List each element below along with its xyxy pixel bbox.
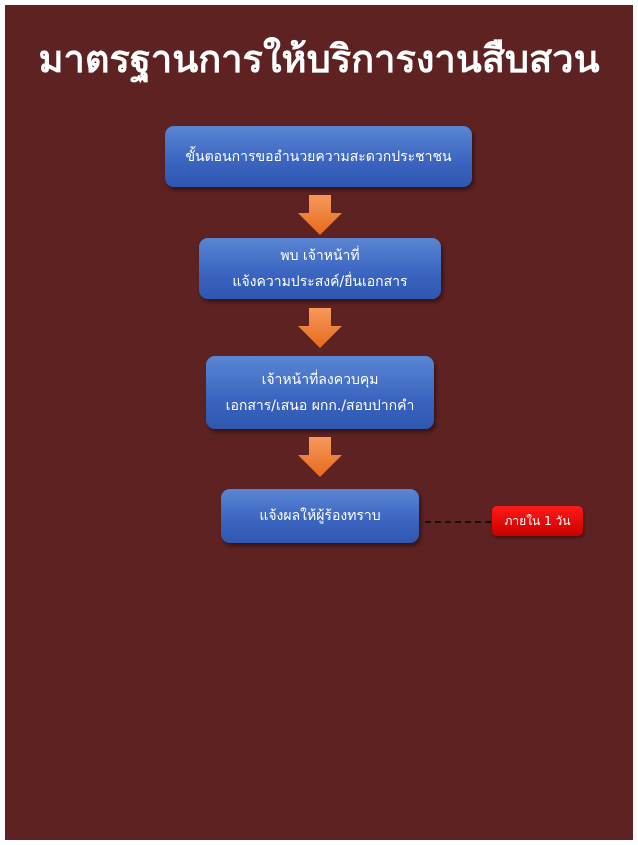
page-title: มาตรฐานการให้บริการงานสืบสวน — [38, 37, 600, 81]
arrow-down-icon — [298, 308, 342, 348]
dashed-connector — [425, 521, 491, 523]
step-3-line-2: เอกสาร/เสนอ ผกก./สอบปากคำ — [225, 397, 415, 414]
duration-badge: ภายใน 1 วัน — [492, 506, 583, 536]
step-2-line-2: แจ้งความประสงค์/ยื่นเอกสาร — [232, 273, 408, 290]
step-2-box: พบ เจ้าหน้าที่ แจ้งความประสงค์/ยื่นเอกสา… — [199, 238, 441, 299]
step-3-box: เจ้าหน้าที่ลงควบคุม เอกสาร/เสนอ ผกก./สอบ… — [206, 356, 434, 429]
step-4-box: แจ้งผลให้ผู้ร้องทราบ — [221, 489, 419, 543]
step-1-line-1: ขั้นตอนการขออำนวยความสะดวกประชาชน — [185, 148, 452, 165]
arrow-down-icon — [298, 437, 342, 477]
arrow-down-icon — [298, 195, 342, 235]
step-1-box: ขั้นตอนการขออำนวยความสะดวกประชาชน — [165, 126, 472, 187]
step-2-line-1: พบ เจ้าหน้าที่ — [280, 247, 360, 264]
step-4-line-1: แจ้งผลให้ผู้ร้องทราบ — [259, 508, 381, 524]
step-3-line-1: เจ้าหน้าที่ลงควบคุม — [261, 371, 379, 388]
